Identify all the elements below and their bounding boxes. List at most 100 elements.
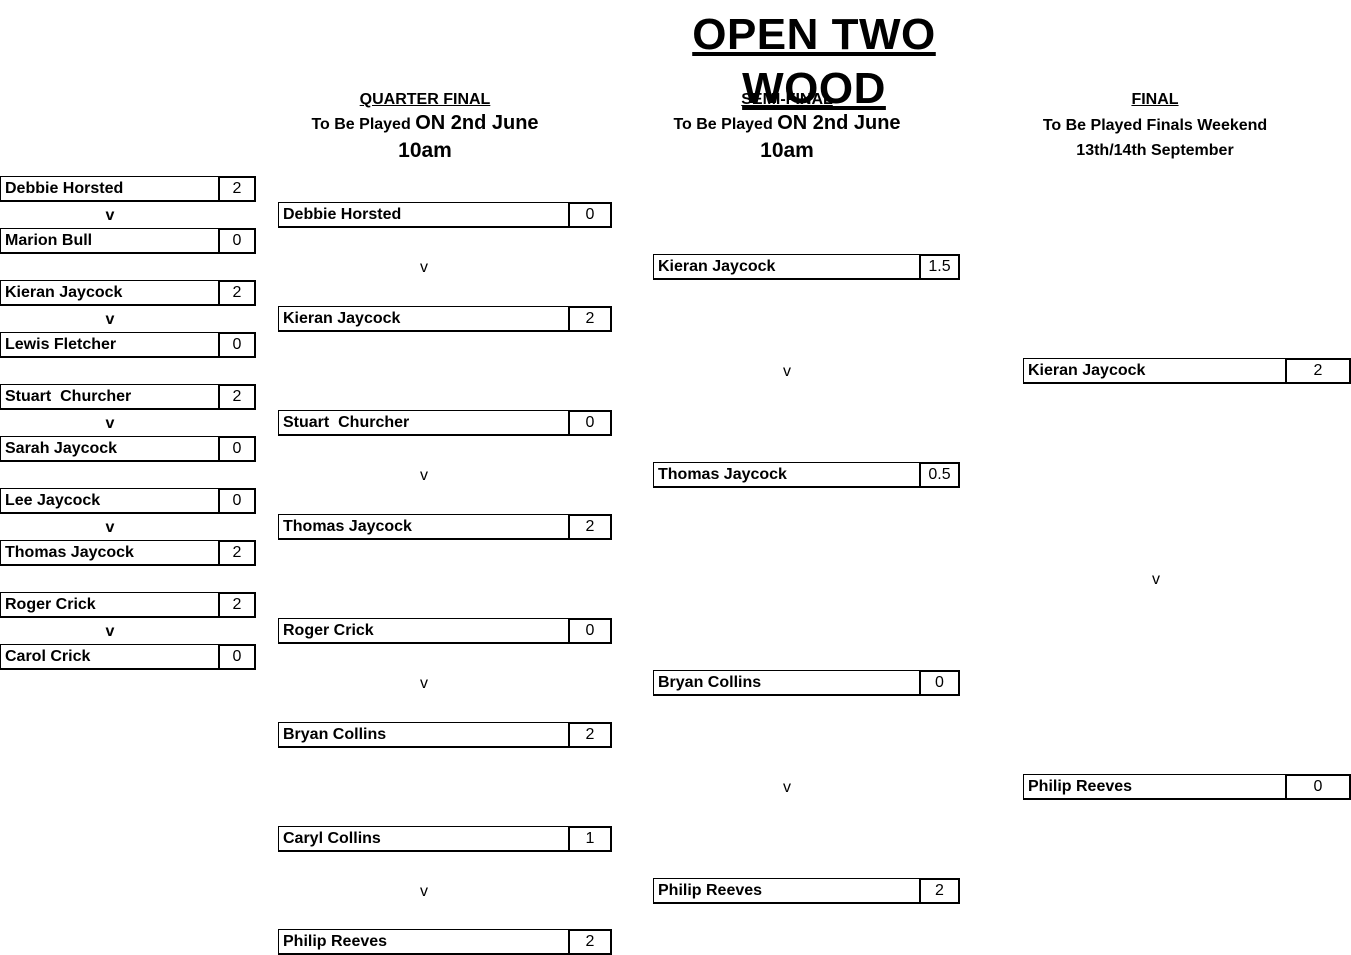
player-name: Kieran Jaycock — [1, 280, 218, 304]
player-name: Debbie Horsted — [279, 202, 568, 226]
player-name: Kieran Jaycock — [1024, 358, 1285, 382]
quarter-final-header: QUARTER FINAL To Be Played ON 2nd June 1… — [280, 90, 570, 164]
player-name: Lewis Fletcher — [1, 332, 218, 356]
player-name: Kieran Jaycock — [279, 306, 568, 330]
player-name: Bryan Collins — [654, 670, 919, 694]
player-score: 0 — [218, 332, 256, 356]
semi-final-schedule: To Be Played ON 2nd June — [642, 110, 932, 138]
player-score: 0 — [218, 488, 256, 512]
final-schedule-line1: To Be Played Finals Weekend — [1042, 117, 1268, 134]
player-name: Stuart Churcher — [1, 384, 218, 408]
player-score: 0 — [568, 202, 612, 226]
player-name: Debbie Horsted — [1, 176, 218, 200]
versus-label: v — [420, 675, 428, 692]
versus-label: v — [783, 779, 791, 796]
player-score: 2 — [218, 280, 256, 304]
player-name: Sarah Jaycock — [1, 436, 218, 460]
player-name: Thomas Jaycock — [1, 540, 218, 564]
final-schedule-line2: 13th/14th September — [1076, 142, 1234, 159]
final-heading: FINAL — [1131, 91, 1179, 108]
quarter-final-schedule: To Be Played ON 2nd June — [280, 110, 570, 138]
page-title: OPEN TWO WOOD — [692, 10, 936, 113]
player-name: Thomas Jaycock — [654, 462, 919, 486]
player-name: Thomas Jaycock — [279, 514, 568, 538]
semi-final-schedule-date: ON 2nd June — [777, 112, 901, 134]
player-score: 1 — [568, 826, 612, 850]
player-name: Roger Crick — [1, 592, 218, 616]
player-score: 0.5 — [919, 462, 960, 486]
player-name: Philip Reeves — [654, 878, 919, 902]
player-name: Roger Crick — [279, 618, 568, 642]
player-score: 0 — [218, 644, 256, 668]
player-score: 2 — [218, 540, 256, 564]
player-name: Caryl Collins — [279, 826, 568, 850]
quarter-final-heading: QUARTER FINAL — [359, 91, 491, 108]
versus-label: v — [105, 311, 115, 328]
player-name: Marion Bull — [1, 228, 218, 252]
quarter-final-schedule-prefix: To Be Played — [311, 116, 411, 133]
versus-label: v — [783, 363, 791, 380]
semi-final-time: 10am — [760, 139, 814, 162]
player-score: 2 — [1285, 358, 1351, 382]
semi-final-heading: SEMI-FINAL — [741, 91, 833, 108]
player-score: 2 — [919, 878, 960, 902]
versus-label: v — [420, 259, 428, 276]
semi-final-schedule-prefix: To Be Played — [673, 116, 773, 133]
player-score: 2 — [568, 306, 612, 330]
player-score: 0 — [1285, 774, 1351, 798]
quarter-final-time: 10am — [398, 139, 452, 162]
player-score: 0 — [919, 670, 960, 694]
player-score: 0 — [568, 410, 612, 434]
versus-label: v — [1152, 571, 1160, 588]
versus-label: v — [105, 519, 115, 536]
versus-label: v — [105, 207, 115, 224]
player-score: 0 — [218, 228, 256, 252]
player-score: 2 — [218, 384, 256, 408]
versus-label: v — [105, 623, 115, 640]
player-score: 0 — [568, 618, 612, 642]
player-score: 2 — [568, 929, 612, 953]
versus-label: v — [420, 467, 428, 484]
player-name: Philip Reeves — [279, 929, 568, 953]
player-name: Carol Crick — [1, 644, 218, 668]
player-name: Stuart Churcher — [279, 410, 568, 434]
player-score: 2 — [218, 176, 256, 200]
player-name: Lee Jaycock — [1, 488, 218, 512]
player-score: 1.5 — [919, 254, 960, 278]
player-name: Kieran Jaycock — [654, 254, 919, 278]
player-score: 2 — [218, 592, 256, 616]
versus-label: v — [105, 415, 115, 432]
versus-label: v — [420, 883, 428, 900]
player-score: 2 — [568, 514, 612, 538]
semi-final-header: SEMI-FINAL To Be Played ON 2nd June 10am — [642, 90, 932, 164]
player-name: Bryan Collins — [279, 722, 568, 746]
quarter-final-schedule-date: ON 2nd June — [415, 112, 539, 134]
player-score: 2 — [568, 722, 612, 746]
final-header: FINAL To Be Played Finals Weekend 13th/1… — [1005, 90, 1305, 163]
player-score: 0 — [218, 436, 256, 460]
player-name: Philip Reeves — [1024, 774, 1285, 798]
